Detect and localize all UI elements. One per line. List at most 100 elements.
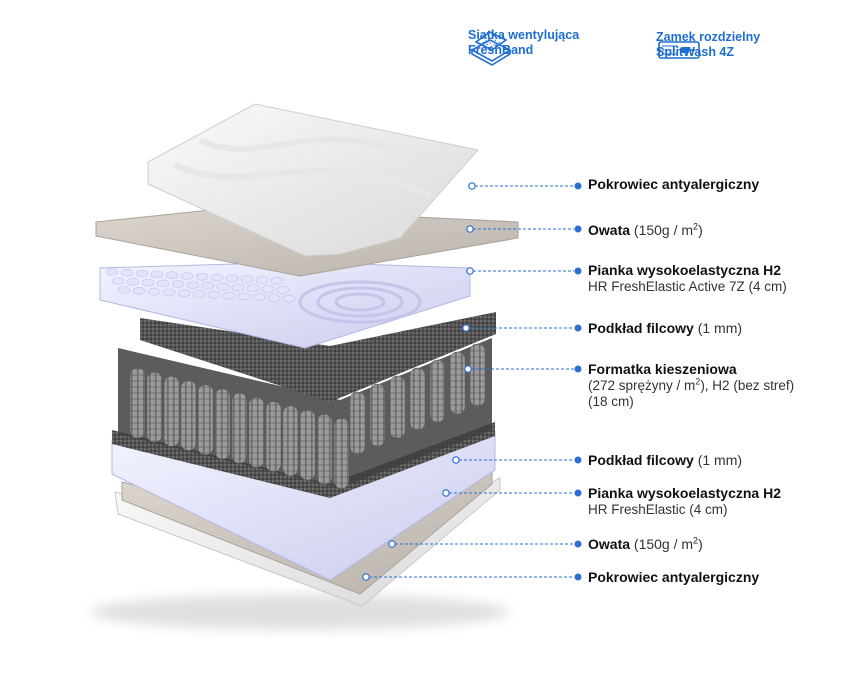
foam-bump — [210, 273, 224, 282]
zipper-icon — [658, 41, 700, 59]
floor-shadow — [90, 594, 510, 630]
leader-start-dot — [462, 324, 470, 332]
foam-bump — [240, 275, 254, 284]
foam-bump — [207, 290, 221, 299]
feature-ventilation: Siatka wentylująca FreshBand — [468, 28, 580, 66]
foam-bump — [201, 281, 215, 290]
foam-bump — [180, 272, 194, 280]
upper-felt-layer — [140, 312, 496, 402]
foam-bump — [117, 286, 131, 294]
leader-lines — [362, 182, 582, 581]
pocket-spring — [146, 371, 163, 443]
foam-bump — [261, 285, 275, 293]
pocket-spring — [282, 405, 299, 477]
pocket-spring — [316, 413, 333, 485]
foam-bump — [177, 289, 191, 298]
foam-bump — [171, 280, 185, 289]
foam-bumps — [105, 268, 296, 303]
foam-bump — [231, 283, 245, 292]
foam-bump — [162, 288, 176, 297]
foam-bump — [195, 272, 209, 281]
leader-end-dot — [574, 540, 582, 548]
feature-zipper: Zamek rozdzielny SplitWash 4Z — [656, 30, 760, 60]
pocket-spring — [265, 401, 282, 472]
ventilation-mesh-icon — [470, 31, 512, 66]
foam-bump — [120, 268, 134, 277]
foam-bump — [150, 270, 164, 279]
pocket-spring — [409, 367, 426, 431]
leader-end-dot — [574, 267, 582, 275]
top-cover-quilt-2 — [173, 162, 432, 198]
pocket-spring — [248, 397, 265, 468]
layer-label-bottom-felt: Podkład filcowy (1 mm) — [588, 452, 743, 468]
layer-label-bottom-wadding: Owata (150g / m2) — [588, 535, 703, 552]
feature-ventilation-line1: Siatka wentylująca — [468, 28, 580, 42]
foam-bump — [111, 277, 125, 285]
pocket-spring — [129, 367, 146, 439]
leader-end-dot — [574, 365, 582, 373]
leader-start-dot — [468, 182, 476, 190]
foam-bump — [252, 293, 266, 302]
pocket-spring — [389, 375, 406, 439]
pocket-spring — [349, 391, 366, 455]
foam-bump — [276, 285, 290, 294]
pocket-spring — [197, 384, 214, 456]
foam-zone-rings — [298, 280, 422, 324]
pocket-spring — [469, 343, 486, 407]
foam-bump — [132, 286, 146, 295]
leader-end-dot — [574, 182, 582, 190]
layer-label-top-felt: Podkład filcowy (1 mm) — [588, 320, 743, 336]
leader-start-dot — [442, 489, 450, 497]
pocket-spring — [299, 409, 316, 481]
layer-label-pocket-springs: Formatka kieszeniowa (272 sprężyny / m2)… — [588, 361, 795, 409]
foam-bump — [105, 268, 119, 276]
leader-start-dot — [452, 456, 460, 464]
foam-bump — [186, 281, 200, 289]
leader-start-dot — [466, 225, 474, 233]
pocket-spring — [180, 380, 197, 451]
pocket-spring — [163, 376, 180, 447]
leader-end-dot — [574, 225, 582, 233]
feature-zipper-line2: SplitWash 4Z — [656, 45, 735, 59]
layer-label-bottom-foam: Pianka wysokoelastyczna H2 HR FreshElast… — [588, 485, 781, 517]
layer-label-top-cover: Pokrowiec antyalergiczny — [588, 176, 760, 192]
foam-bump — [237, 292, 251, 301]
layer-label-top-foam: Pianka wysokoelastyczna H2 HR FreshElast… — [588, 262, 787, 294]
foam-bump — [270, 276, 284, 285]
foam-bump — [216, 282, 230, 291]
foam-bump — [135, 269, 149, 278]
leader-end-dot — [574, 456, 582, 464]
foam-bump — [126, 277, 140, 286]
top-cover-quilt-1 — [198, 136, 422, 163]
foam-bump — [246, 284, 260, 293]
foam-bump — [165, 271, 179, 280]
foam-bump — [255, 276, 269, 284]
layer-label-bottom-cover: Pokrowiec antyalergiczny — [588, 569, 760, 585]
leader-start-dot — [466, 267, 474, 275]
top-cover-layer — [147, 103, 479, 257]
foam-bump — [282, 294, 296, 303]
leader-end-dot — [574, 324, 582, 332]
pocket-spring — [429, 359, 446, 423]
pocket-spring — [214, 388, 231, 460]
foam-bump — [267, 294, 281, 302]
leader-end-dot — [574, 489, 582, 497]
pocket-springs — [129, 343, 486, 489]
foam-bump — [222, 291, 236, 300]
bottom-felt-layer — [112, 422, 495, 498]
layer-label-top-wadding: Owata (150g / m2) — [588, 221, 703, 238]
leader-start-dot — [464, 365, 472, 373]
pocket-spring — [231, 392, 248, 464]
foam-bump — [141, 278, 155, 287]
pocket-spring — [333, 418, 350, 489]
leader-end-dot — [574, 573, 582, 581]
foam-bump — [192, 290, 206, 298]
foam-bump — [225, 274, 239, 283]
feature-zipper-line1: Zamek rozdzielny — [656, 30, 761, 44]
leader-start-dot — [388, 540, 396, 548]
pocket-spring — [449, 351, 466, 415]
foam-bump — [156, 279, 170, 288]
leader-start-dot — [362, 573, 370, 581]
